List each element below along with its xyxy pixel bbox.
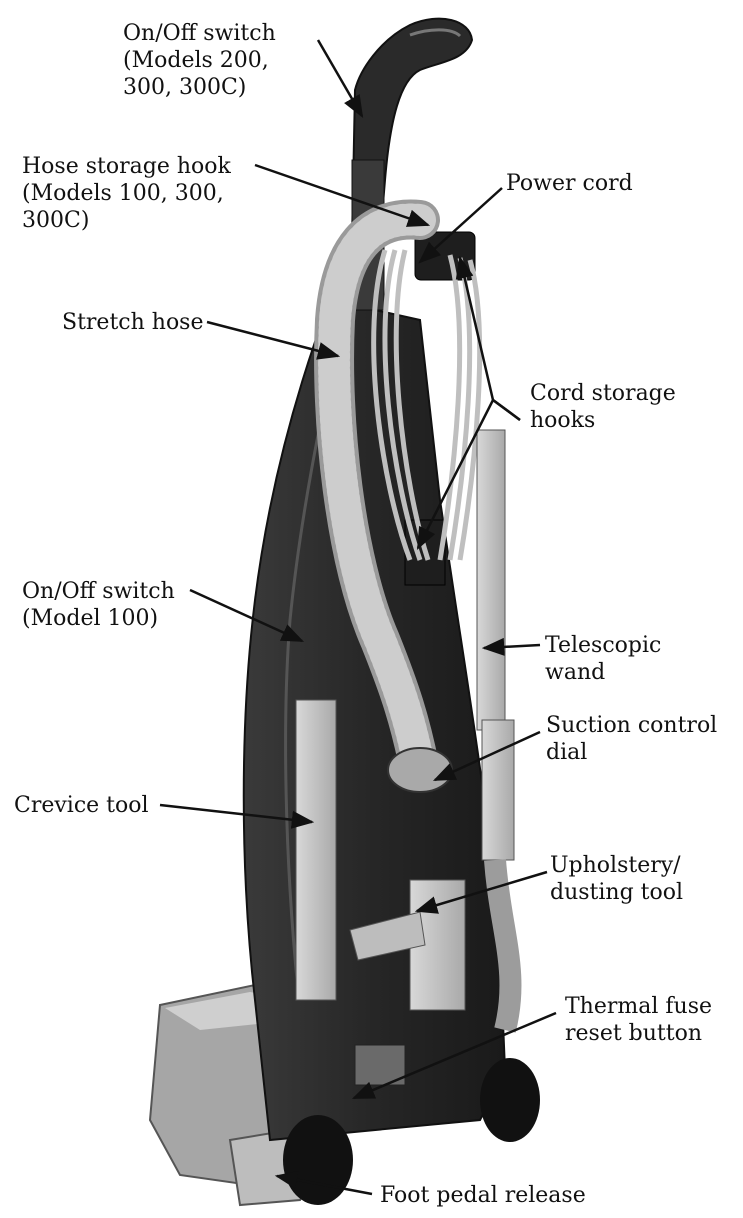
label-line: Thermal fuse (565, 993, 712, 1020)
label-line: Telescopic (545, 632, 661, 659)
leader-onoff-upper (318, 40, 362, 116)
label-line: Hose storage hook (22, 153, 231, 180)
label-thermal-fuse-reset-button: Thermal fuse reset button (565, 993, 712, 1047)
label-line: (Model 100) (22, 605, 175, 632)
rear-wheel-right (480, 1058, 540, 1142)
label-stretch-hose: Stretch hose (62, 309, 204, 336)
label-cord-storage-hooks: Cord storage hooks (530, 380, 676, 434)
label-line: wand (545, 659, 661, 686)
label-hose-storage-hook: Hose storage hook (Models 100, 300, 300C… (22, 153, 231, 234)
rear-wheel-left (283, 1115, 353, 1205)
label-upholstery-dusting-tool: Upholstery/ dusting tool (550, 852, 683, 906)
label-line: dial (546, 739, 717, 766)
label-line: Cord storage (530, 380, 676, 407)
leader-hose-hook (255, 165, 428, 225)
label-line: Stretch hose (62, 309, 204, 336)
label-line: Suction control (546, 712, 717, 739)
label-line: On/Off switch (22, 578, 175, 605)
label-line: Upholstery/ (550, 852, 683, 879)
label-foot-pedal-release: Foot pedal release (380, 1182, 586, 1209)
label-crevice-tool: Crevice tool (14, 792, 149, 819)
label-line: Foot pedal release (380, 1182, 586, 1209)
label-power-cord: Power cord (506, 170, 633, 197)
label-line: Power cord (506, 170, 633, 197)
label-line: dusting tool (550, 879, 683, 906)
label-telescopic-wand: Telescopic wand (545, 632, 661, 686)
label-line: Crevice tool (14, 792, 149, 819)
label-line: (Models 200, (123, 47, 276, 74)
label-onoff-switch-lower: On/Off switch (Model 100) (22, 578, 175, 632)
label-line: 300C) (22, 207, 231, 234)
label-line: hooks (530, 407, 676, 434)
label-suction-control-dial: Suction control dial (546, 712, 717, 766)
label-line: 300, 300C) (123, 74, 276, 101)
label-line: On/Off switch (123, 20, 276, 47)
label-line: reset button (565, 1020, 712, 1047)
crevice-tool-shape (296, 700, 336, 1000)
label-line: (Models 100, 300, (22, 180, 231, 207)
label-onoff-switch-upper: On/Off switch (Models 200, 300, 300C) (123, 20, 276, 101)
